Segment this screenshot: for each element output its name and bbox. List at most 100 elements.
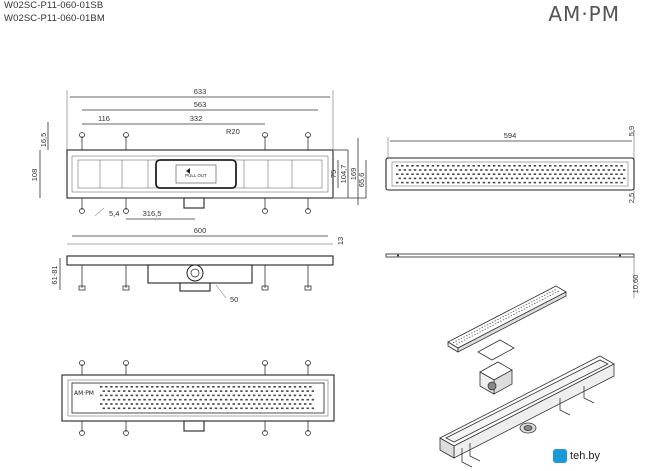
iso-grate-slot	[541, 296, 543, 297]
grate-slot	[230, 390, 233, 392]
grate-slot	[107, 390, 111, 392]
grate-slot	[571, 169, 575, 171]
dim-50: 50	[230, 295, 238, 304]
grate-slot	[171, 386, 174, 388]
grate-slot	[396, 173, 399, 175]
grate-slot	[281, 407, 284, 410]
grate-slot	[538, 165, 542, 167]
grate-slot	[441, 181, 445, 184]
grate-slot	[429, 169, 432, 171]
dim-r20: R20	[226, 127, 240, 136]
iso-grate-slot	[473, 331, 476, 333]
grate-slot	[273, 403, 276, 405]
grate-slot	[140, 394, 144, 397]
grate-slot	[275, 390, 279, 392]
grate-slot	[166, 394, 169, 397]
grate-slot	[543, 173, 547, 175]
grate-slot	[105, 403, 108, 405]
grate-slot	[617, 177, 621, 180]
grate-slot	[518, 173, 521, 175]
iso-grate-slot	[481, 327, 483, 329]
grate-slot	[293, 394, 297, 397]
iso-grate-slot	[476, 329, 478, 331]
grate-slot	[554, 165, 557, 167]
grate-slot	[176, 386, 179, 388]
grate-slot	[138, 398, 141, 401]
grate-slot	[273, 394, 276, 397]
grate-slot	[194, 407, 197, 410]
grate-slot	[161, 386, 164, 388]
grate-slot	[179, 407, 182, 410]
grate-slot	[194, 390, 197, 392]
grate-slot	[487, 173, 491, 175]
grate-slot	[538, 173, 542, 175]
grate-slot	[227, 386, 230, 388]
grate-slot	[151, 403, 154, 405]
grate-slot	[444, 177, 447, 180]
grate-slot	[237, 394, 241, 397]
brand-logo: AM·PM	[548, 2, 620, 26]
iso-grate-slot	[515, 312, 518, 314]
iso-grate-slot	[489, 323, 491, 324]
grate-slot	[416, 165, 419, 167]
grate-slot	[533, 165, 537, 167]
grate-slot	[181, 403, 184, 405]
grate-slot	[293, 403, 297, 405]
iso-grate-slot	[518, 311, 520, 313]
iso-grate-slot	[461, 340, 463, 342]
iso-grate-slot	[544, 294, 546, 296]
grate-slot	[411, 165, 414, 167]
grate-slot	[247, 386, 251, 388]
grate-slot	[235, 398, 238, 401]
grate-slot	[148, 398, 151, 401]
grate-slot	[480, 177, 483, 180]
grate-slot	[520, 177, 524, 180]
grate-slot	[551, 177, 554, 180]
grate-slot	[283, 386, 286, 388]
grate-slot	[288, 403, 292, 405]
grate-slot	[237, 403, 241, 405]
grate-slot	[594, 173, 598, 175]
grate-slot	[421, 181, 424, 184]
grate-slot	[487, 165, 491, 167]
grate-slot	[462, 165, 465, 167]
grate-slot	[240, 398, 243, 401]
iso-grate-slot	[551, 290, 554, 292]
grate-slot	[615, 165, 618, 167]
iso-grate-slot	[458, 339, 460, 341]
iso-grate-slot	[526, 307, 528, 309]
grate-slot	[253, 386, 256, 388]
grate-slot	[191, 386, 195, 388]
grate-slot	[413, 177, 417, 180]
grate-slot	[105, 394, 108, 397]
iso-grate-slot	[460, 337, 463, 339]
dim-600: 600	[194, 226, 207, 235]
grate-slot	[605, 173, 608, 175]
grate-slot	[130, 386, 133, 388]
grate-slot	[222, 394, 225, 397]
grate-slot	[237, 386, 241, 388]
grate-slot	[441, 173, 445, 175]
grate-slot	[115, 403, 118, 405]
dim-594: 594	[504, 131, 517, 140]
grate-slot	[612, 169, 616, 171]
iso-grate-slot	[549, 292, 551, 293]
grate-slot	[452, 173, 455, 175]
grate-slot	[204, 398, 207, 401]
grate-slot	[559, 165, 562, 167]
grate-slot	[543, 165, 547, 167]
grate-slot	[270, 407, 274, 410]
grate-slot	[597, 177, 600, 180]
grate-slot	[531, 169, 534, 171]
grate-slot	[240, 407, 243, 410]
grate-slot	[265, 398, 269, 401]
grate-slot	[143, 407, 146, 410]
grate-slot	[189, 407, 192, 410]
grate-slot	[607, 177, 611, 180]
watermark-text: teh.by	[570, 450, 600, 462]
grate-slot	[311, 390, 315, 392]
grate-slot	[421, 165, 424, 167]
iso-grate-slot	[463, 339, 466, 341]
grate-slot	[298, 403, 302, 405]
grate-slot	[158, 407, 162, 410]
